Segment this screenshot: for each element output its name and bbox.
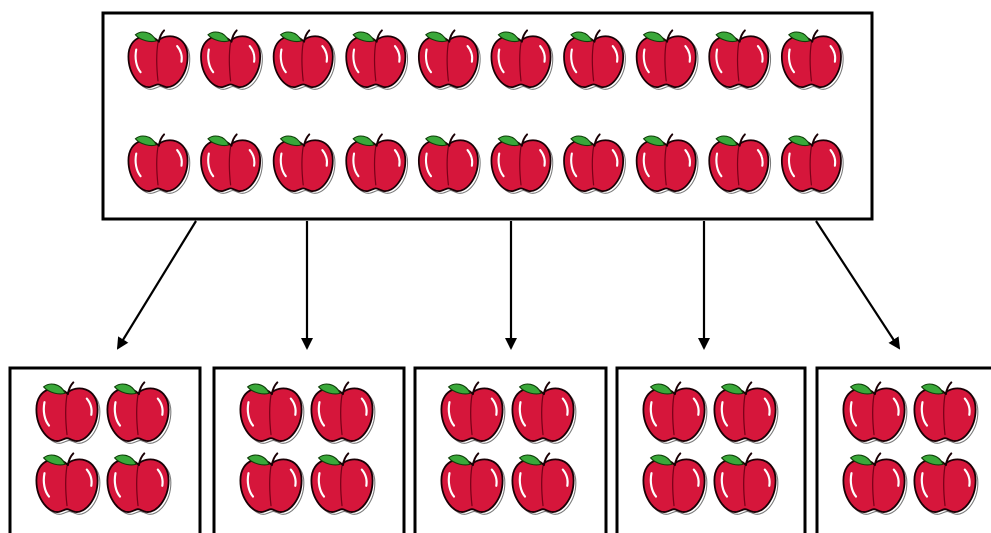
apple-icon — [780, 133, 845, 195]
apple-icon — [127, 29, 191, 91]
apple-icon — [842, 381, 908, 445]
apple-icon — [642, 452, 708, 516]
apple-icon — [913, 381, 979, 445]
apple-icon — [345, 29, 409, 91]
apple-icon — [842, 452, 908, 516]
split-arrows — [116, 220, 901, 350]
apple-icon — [635, 133, 699, 195]
apple-icon — [490, 29, 554, 91]
apple-icon — [635, 29, 699, 91]
apple-icon — [913, 452, 979, 516]
apple-icon — [199, 133, 264, 195]
apple-icon — [562, 29, 627, 91]
apple-icon — [708, 133, 772, 195]
apple-group-box — [615, 366, 807, 533]
apple-icon — [127, 133, 191, 195]
apple-icon — [562, 133, 627, 195]
apple-icon — [708, 29, 772, 91]
apple-icon — [35, 381, 101, 445]
apple-icon — [239, 452, 305, 516]
apple-icon — [272, 29, 336, 91]
apple-icon — [106, 452, 172, 516]
apple-icon — [106, 381, 172, 445]
apple-icon — [417, 29, 482, 91]
apple-group-box — [413, 366, 608, 533]
apple-icon — [199, 29, 264, 91]
apple-group-box — [8, 366, 202, 533]
apple-icon — [511, 452, 577, 516]
apple-icon — [511, 381, 577, 445]
apple-icon — [35, 452, 101, 516]
total-apples-box — [101, 11, 874, 221]
apple-icon — [490, 133, 554, 195]
apple-icon — [780, 29, 845, 91]
apple-group-box — [815, 366, 991, 533]
apple-icon — [417, 133, 482, 195]
apple-icon — [310, 452, 376, 516]
arrow-down-icon — [116, 220, 197, 350]
apple-icon — [440, 381, 506, 445]
apple-icon — [345, 133, 409, 195]
arrow-down-icon — [815, 220, 901, 350]
apple-icon — [713, 381, 779, 445]
apple-icon — [310, 381, 376, 445]
apple-icon — [440, 452, 506, 516]
apple-icon — [272, 133, 336, 195]
apple-icon — [239, 381, 305, 445]
apple-icon — [713, 452, 779, 516]
apple-icon — [642, 381, 708, 445]
apple-group-box — [212, 366, 406, 533]
